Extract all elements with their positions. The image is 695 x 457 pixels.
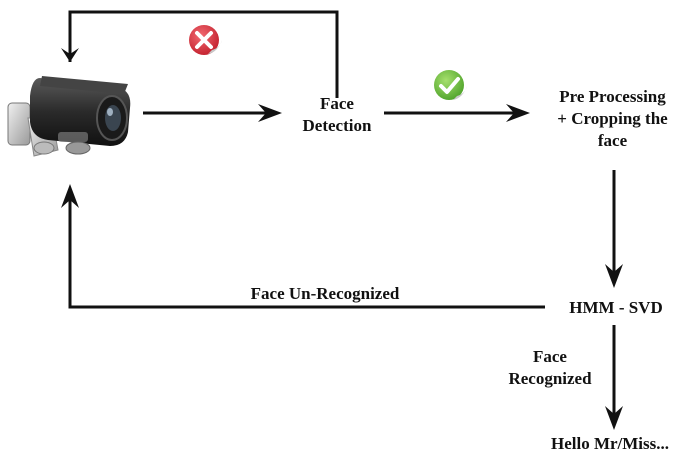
hmm-svd-label: HMM - SVD [546,297,686,319]
hello-label: Hello Mr/Miss... [550,434,670,453]
face-detection-label: Face Detection [278,93,396,137]
preprocessing-line2: + Cropping the [557,109,668,128]
red-x-icon [189,25,222,55]
green-check-icon [434,70,467,100]
not-detected-loop-arrow [61,10,339,98]
face-unrecognized-label: Face Un-Recognized [250,284,400,303]
face-detection-line1: Face [320,94,354,113]
preprocessing-line3: face [597,131,628,150]
preprocessing-label: Pre Processing + Cropping the face [530,86,695,152]
face-recognized-line2: Recognized [508,369,592,388]
unrecognized-loop-arrow [61,184,545,309]
hmm-to-hello-arrow [605,325,623,430]
detection-to-preprocessing-arrow [384,104,530,122]
face-recognized-line1: Face [533,347,567,366]
face-recognized-label: Face Recognized [490,346,610,390]
camera-to-detection-arrow [143,104,282,122]
security-camera-icon [7,76,131,157]
preprocessing-line1: Pre Processing [559,87,666,106]
face-detection-line2: Detection [302,116,372,135]
preprocessing-to-hmm-arrow [605,170,623,288]
